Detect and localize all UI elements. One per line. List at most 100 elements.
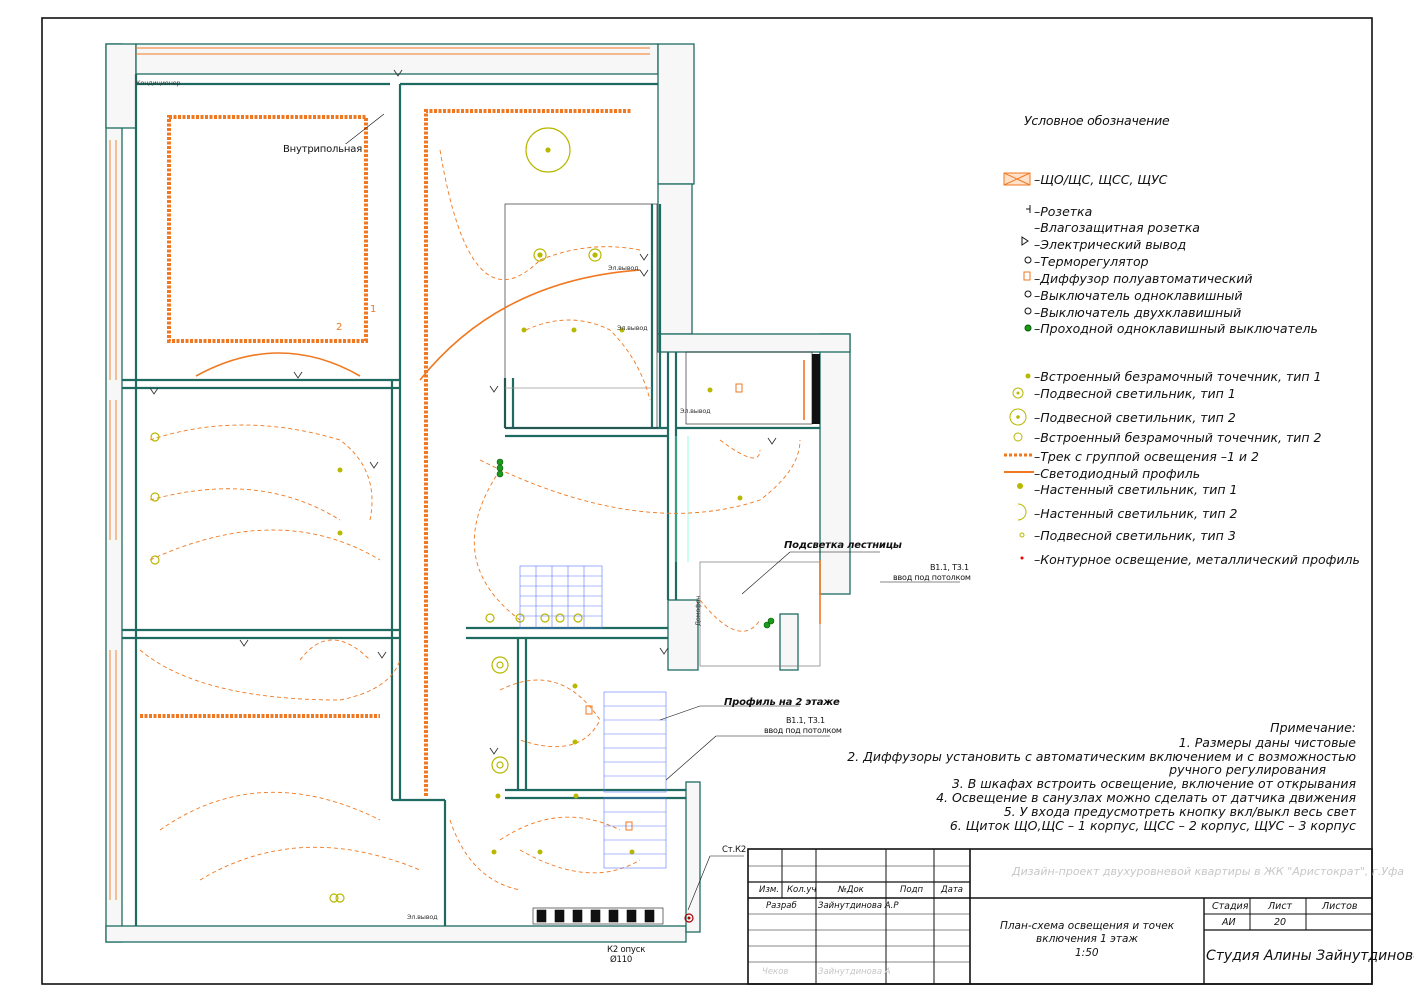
led-profiles [140, 109, 632, 796]
legend-item-label: –Проходной одноклавишный выключатель [1034, 321, 1318, 336]
legend-item-electrical-outlet: –Электрический вывод [1000, 237, 1320, 254]
waterproof-socket-icon [1000, 220, 1036, 237]
label-k2-drop: К2 опуск [607, 945, 646, 955]
pendant-type1-icon [1000, 386, 1036, 403]
note-line: ручного регулирования [1169, 762, 1326, 777]
notes-title: Примечание: [1270, 720, 1356, 735]
wall-step [779, 613, 799, 671]
windows [109, 47, 650, 900]
legend-item-track: –Трек с группой освещения –1 и 2 [1000, 449, 1320, 466]
switch-lines [139, 149, 801, 891]
legend-item-panel: –ЩО/ЩС, ЩСС, ЩУС [1000, 172, 1320, 189]
stairs [519, 565, 667, 869]
col-data: Дата [941, 885, 964, 895]
legend-item-label: –Подвесной светильник, тип 1 [1034, 386, 1236, 401]
pendant-type1 [533, 248, 547, 262]
sheet-title: План-схема освещения и точек включения 1… [999, 920, 1175, 945]
sheet-frame [41, 17, 1373, 985]
led-living [424, 109, 632, 796]
legend-item-socket: –Розетка [1000, 204, 1320, 221]
note-line: 6. Щиток ЩО,ЩС – 1 корпус, ЩСС – 2 корпу… [949, 818, 1356, 833]
note-line: 1. Размеры даны чистовые [1178, 735, 1356, 750]
role-check: Чеков [762, 967, 789, 977]
diffuser-icon [1000, 271, 1036, 288]
wall-top-right [657, 43, 695, 185]
switches [496, 458, 775, 629]
col-koluch: Кол.уч [787, 885, 817, 895]
entrance-mat [532, 907, 664, 925]
panel-icon [1000, 172, 1036, 189]
pendant-type2-icon [1000, 410, 1036, 427]
legend-item-label: –Настенный светильник, тип 1 [1034, 482, 1238, 497]
legend-item-wall-lamp-type2: –Настенный светильник, тип 2 [1000, 506, 1320, 523]
label-el-outlet-1: Эл.вывод [608, 264, 639, 272]
legend-item-pendant-type3: –Подвесной светильник, тип 3 [1000, 528, 1320, 545]
sheets-label: Листов [1322, 901, 1358, 912]
legend-item-waterproof-socket: –Влагозащитная розетка [1000, 220, 1320, 237]
role-razrab: Разраб [766, 901, 797, 911]
legend-item-double-switch: –Выключатель двухклавишный [1000, 305, 1320, 322]
wall-top [135, 43, 659, 75]
legend-item-pendant-type1: –Подвесной светильник, тип 1 [1000, 386, 1320, 403]
double-switch-icon [1000, 305, 1036, 322]
spotlight-type2-icon [1000, 430, 1036, 447]
col-podp: Подп [900, 885, 924, 895]
label-conditioner-1: Кондиционер [136, 79, 181, 87]
note-line: 2. Диффузоры установить с автоматическим… [847, 749, 1356, 764]
title-block-project: Дизайн-проект двухуровневой квартиры в Ж… [1012, 865, 1405, 878]
checker-name: Зайнутдинова А [818, 967, 891, 977]
label-cable-in-2: В1.1, Т3.1 [786, 716, 825, 725]
legend-item-label: –Выключатель двухклавишный [1034, 305, 1242, 320]
led-profile-icon [1000, 466, 1036, 483]
track-icon [1000, 449, 1036, 466]
note-line: 3. В шкафах встроить освещение, включени… [951, 776, 1356, 791]
socket-icon [1000, 204, 1036, 221]
note-line: 4. Освещение в санузлах можно сделать от… [936, 790, 1356, 805]
thermostat-icon [1000, 254, 1036, 271]
label-riser: Ст.К2 [722, 845, 747, 855]
single-switch-icon [1000, 288, 1036, 305]
label-intercom: Домофон [694, 595, 702, 626]
sheet-number: 20 [1274, 917, 1287, 928]
spotlights [337, 327, 743, 855]
col-ndok: №Док [838, 885, 864, 895]
legend-item-spotlight-type1: –Встроенный безрамочный точечник, тип 1 [1000, 369, 1322, 386]
legend-item-label: –Электрический вывод [1034, 237, 1187, 252]
legend-item-label: –Терморегулятор [1034, 254, 1149, 269]
wall-lamp-type1-icon [1000, 482, 1036, 499]
wall-bath-top [657, 333, 851, 353]
legend-item-label: –Подвесной светильник, тип 3 [1034, 528, 1236, 543]
wall-top-left [105, 43, 137, 129]
title-block-grid [747, 848, 1373, 985]
legend-item-label: –Светодиодный профиль [1034, 466, 1201, 481]
sheet-label: Лист [1268, 901, 1293, 912]
led-inner-floor [167, 115, 368, 343]
legend-item-wall-lamp-type1: –Настенный светильник, тип 1 [1000, 482, 1320, 499]
wall-left [105, 43, 123, 943]
wall-bottom [105, 925, 687, 943]
label-k2-pipe: Ø110 [610, 955, 633, 965]
label-el-outlet-2: Эл.вывод [617, 324, 648, 332]
legend-item-pendant-type2: –Подвесной светильник, тип 2 [1000, 410, 1320, 427]
electrical-outlet-icon [1000, 237, 1036, 254]
legend-item-pass-through-switch: –Проходной одноклавишный выключатель [1000, 321, 1320, 338]
sheet-scale: 1:50 [1075, 947, 1099, 959]
legend-item-label: –Трек с группой освещения –1 и 2 [1034, 449, 1259, 464]
legend-item-label: –Встроенный безрамочный точечник, тип 2 [1034, 430, 1322, 445]
legend-item-contour-light: –Контурное освещение, металлический проф… [1000, 552, 1360, 569]
walls [105, 43, 851, 943]
legend-item-label: –Контурное освещение, металлический проф… [1034, 552, 1360, 567]
legend-item-led-profile: –Светодиодный профиль [1000, 466, 1320, 483]
label-el-outlet-3: Эл.вывод [680, 407, 711, 415]
legend-title: Условное обозначение [1024, 113, 1170, 128]
stage-value: АИ [1222, 917, 1236, 928]
legend-item-diffuser: –Диффузор полуавтоматический [1000, 271, 1320, 288]
label-num-1: 1 [370, 304, 377, 315]
spotlight-type1-icon [1000, 369, 1036, 386]
legend-item-label: –Встроенный безрамочный точечник, тип 1 [1034, 369, 1322, 384]
fixtures [150, 127, 602, 903]
legend-item-label: –Подвесной светильник, тип 2 [1034, 410, 1236, 425]
note-line: 5. У входа предусмотреть кнопку вкл/выкл… [1003, 804, 1356, 819]
